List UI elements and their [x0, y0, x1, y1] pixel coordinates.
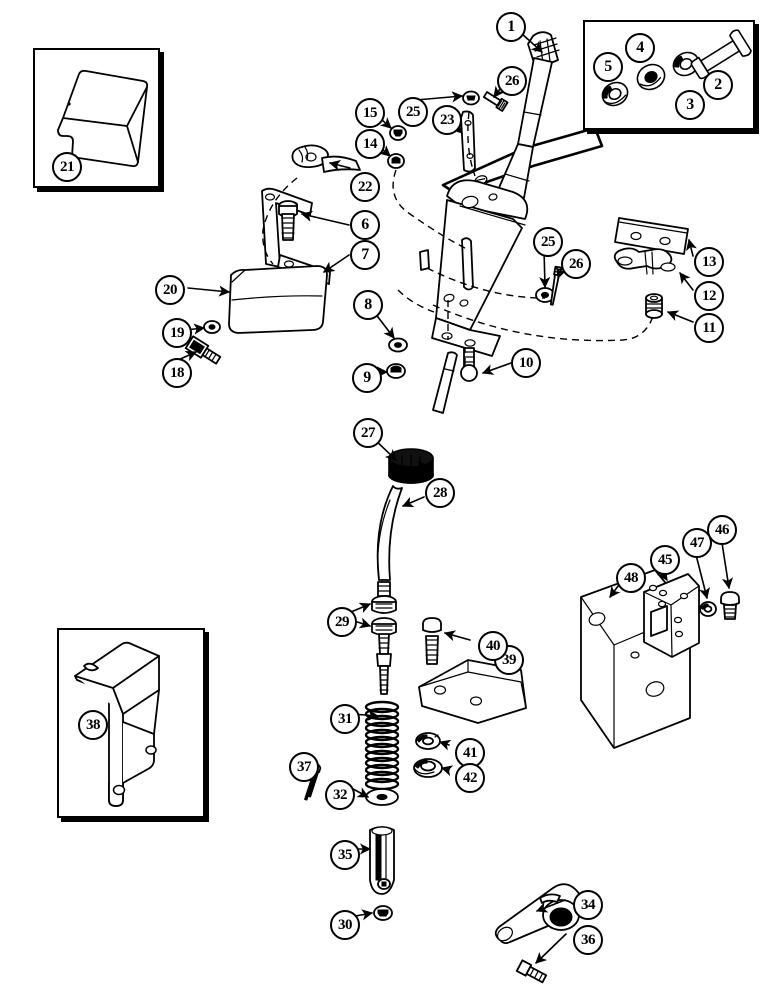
inset-knob-cover-art: [57, 69, 149, 168]
callout-18[interactable]: 18: [162, 358, 192, 388]
callout-32[interactable]: 32: [325, 780, 355, 810]
inset-bracket-art: [74, 641, 160, 807]
callout-26-upper[interactable]: 26: [497, 66, 527, 96]
callout-48[interactable]: 48: [616, 563, 646, 593]
callout-20[interactable]: 20: [155, 275, 185, 305]
callout-2[interactable]: 2: [703, 70, 733, 100]
callout-36[interactable]: 36: [573, 925, 603, 955]
callout-23[interactable]: 23: [432, 105, 462, 135]
callout-27[interactable]: 27: [353, 418, 383, 448]
callout-26-lower[interactable]: 26: [561, 249, 591, 279]
callout-25-lower[interactable]: 25: [533, 227, 563, 257]
callout-12[interactable]: 12: [694, 281, 724, 311]
callout-28[interactable]: 28: [425, 478, 455, 508]
callout-37[interactable]: 37: [289, 752, 319, 782]
callout-10[interactable]: 10: [511, 348, 541, 378]
callout-46[interactable]: 46: [707, 515, 737, 545]
callout-4[interactable]: 4: [625, 33, 655, 63]
callout-15[interactable]: 15: [355, 98, 385, 128]
callout-21[interactable]: 21: [52, 152, 82, 182]
callout-47[interactable]: 47: [682, 528, 712, 558]
callout-13[interactable]: 13: [694, 247, 724, 277]
callout-31[interactable]: 31: [330, 704, 360, 734]
callout-14[interactable]: 14: [355, 129, 385, 159]
callout-39[interactable]: 39: [494, 645, 524, 675]
callout-3[interactable]: 3: [675, 90, 705, 120]
callout-25-upper[interactable]: 25: [398, 97, 428, 127]
callout-8[interactable]: 8: [353, 290, 383, 320]
callout-7[interactable]: 7: [350, 240, 380, 270]
callout-40[interactable]: 40: [478, 631, 508, 661]
callout-45[interactable]: 45: [650, 545, 680, 575]
inset-top-left: [33, 48, 160, 188]
callout-11[interactable]: 11: [694, 313, 724, 343]
callout-1[interactable]: 1: [496, 12, 526, 42]
callout-19[interactable]: 19: [162, 318, 192, 348]
callout-5[interactable]: 5: [593, 52, 623, 82]
callout-29[interactable]: 29: [327, 607, 357, 637]
callout-9[interactable]: 9: [352, 363, 382, 393]
callout-38[interactable]: 38: [78, 710, 108, 740]
callout-34[interactable]: 34: [573, 890, 603, 920]
callout-22[interactable]: 22: [350, 172, 380, 202]
callout-35[interactable]: 35: [330, 840, 360, 870]
callout-30[interactable]: 30: [330, 910, 360, 940]
callout-6[interactable]: 6: [350, 210, 380, 240]
callout-42[interactable]: 42: [455, 763, 485, 793]
inset-hardware-art: [601, 29, 752, 107]
